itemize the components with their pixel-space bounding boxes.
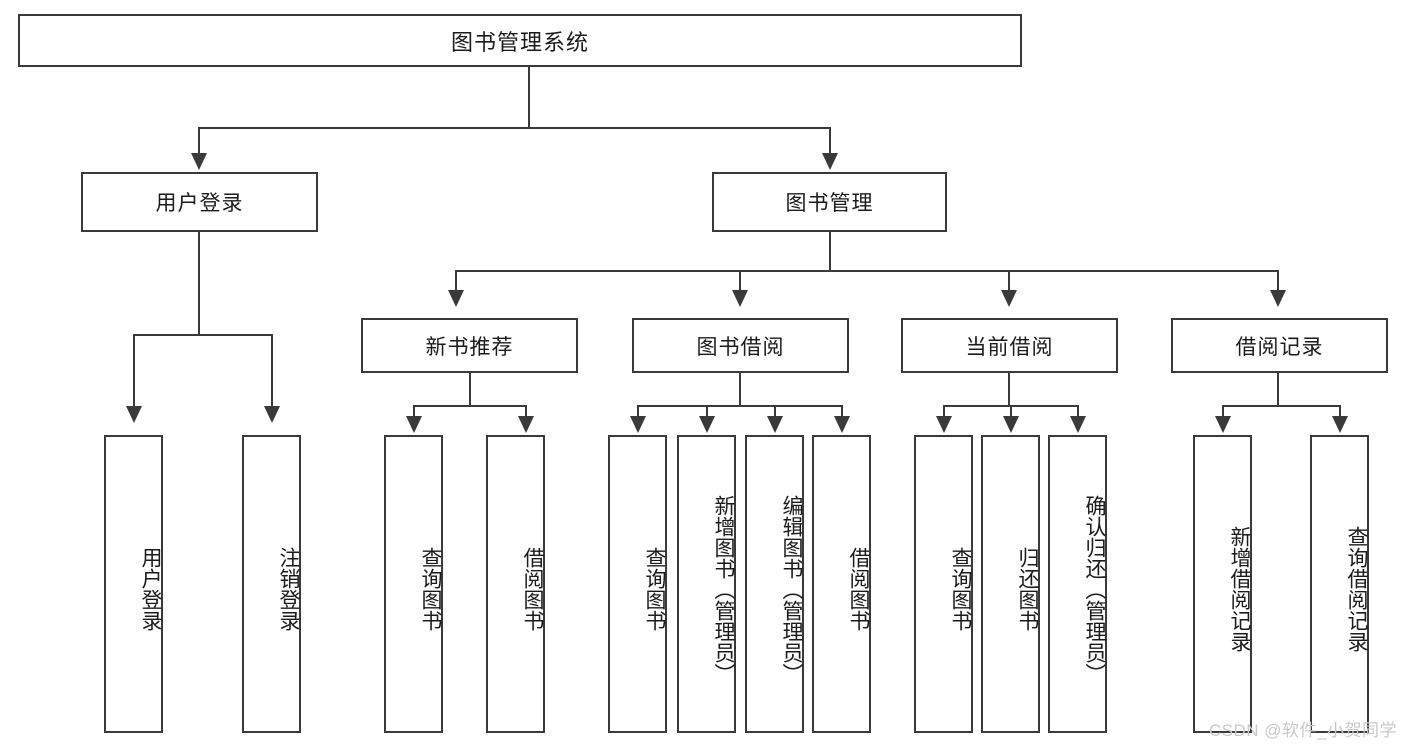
node-borrow-record[interactable]: 借阅记录 — [1171, 318, 1388, 373]
node-leaf-return-book[interactable]: 归还图书 — [981, 435, 1040, 733]
arrow-to-leaf-return-book — [1003, 416, 1019, 433]
node-label: 借阅图书 — [847, 547, 870, 631]
node-current-borrow[interactable]: 当前借阅 — [901, 318, 1118, 373]
node-leaf-add-record[interactable]: 新增借阅记录 — [1193, 435, 1252, 733]
node-label: 查询图书 — [419, 547, 442, 631]
connector-root-drop-book-management — [829, 127, 831, 155]
arrow-to-leaf-query-book-1 — [406, 416, 422, 433]
node-label: 新增图书（管理员） — [712, 494, 735, 684]
arrow-to-book-borrow — [732, 290, 748, 307]
node-leaf-user-login[interactable]: 用户登录 — [104, 435, 163, 733]
connector-user-login-bus — [133, 334, 272, 336]
arrow-to-leaf-user-login — [126, 406, 142, 423]
node-leaf-query-record[interactable]: 查询借阅记录 — [1310, 435, 1369, 733]
node-label: 图书借阅 — [696, 335, 785, 359]
connector-drop-leaf-query-record — [1339, 405, 1341, 417]
node-label: 查询图书 — [643, 547, 666, 631]
arrow-to-leaf-query-book-3 — [936, 416, 952, 433]
connector-drop-leaf-add-record — [1222, 405, 1224, 417]
connector-drop-leaf-user-login — [133, 334, 135, 408]
arrow-to-leaf-edit-book — [767, 416, 783, 433]
connector-user-login-stem — [198, 232, 200, 335]
node-book-borrow[interactable]: 图书借阅 — [632, 318, 849, 373]
connector-drop-book-borrow — [739, 270, 741, 292]
node-label: 确认归还（管理员） — [1083, 494, 1106, 684]
connector-drop-leaf-query-book-1 — [413, 405, 415, 417]
arrow-to-user-login — [191, 153, 207, 170]
connector-drop-leaf-borrow-book-2 — [841, 405, 843, 417]
connector-new-book-recommend-stem — [469, 373, 471, 407]
node-label: 借阅图书 — [521, 547, 544, 631]
node-label: 图书管理系统 — [450, 29, 589, 55]
node-label: 编辑图书（管理员） — [780, 494, 803, 684]
node-leaf-query-book-1[interactable]: 查询图书 — [384, 435, 443, 733]
node-user-login[interactable]: 用户登录 — [81, 172, 318, 232]
node-leaf-logout-login[interactable]: 注销登录 — [242, 435, 301, 733]
node-label: 归还图书 — [1016, 547, 1039, 631]
connector-root-stem — [528, 67, 530, 128]
arrow-to-leaf-borrow-book-2 — [834, 416, 850, 433]
arrow-to-borrow-record — [1270, 290, 1286, 307]
connector-drop-leaf-edit-book — [774, 405, 776, 417]
connector-drop-leaf-return-book — [1010, 405, 1012, 417]
node-leaf-borrow-book-1[interactable]: 借阅图书 — [486, 435, 545, 733]
connector-drop-new-book-recommend — [455, 270, 457, 292]
connector-drop-leaf-confirm-return — [1077, 405, 1079, 417]
arrow-to-leaf-add-book — [699, 416, 715, 433]
node-label: 图书管理 — [785, 192, 874, 215]
arrow-to-leaf-borrow-book-1 — [518, 416, 534, 433]
connector-current-borrow-stem — [1008, 373, 1010, 407]
arrow-to-leaf-query-book-2 — [630, 416, 646, 433]
watermark: CSDN @软件_小贺同学 — [1208, 721, 1397, 740]
connector-root-bus — [198, 127, 831, 129]
connector-borrow-record-stem — [1277, 373, 1279, 407]
connector-drop-borrow-record — [1277, 270, 1279, 292]
arrow-to-current-borrow — [1001, 290, 1017, 307]
arrow-to-new-book-recommend — [448, 290, 464, 307]
node-leaf-borrow-book-2[interactable]: 借阅图书 — [812, 435, 871, 733]
connector-new-book-recommend-bus — [413, 405, 526, 407]
node-label: 新增借阅记录 — [1228, 526, 1251, 652]
connector-borrow-record-bus — [1222, 405, 1340, 407]
connector-drop-leaf-query-book-3 — [943, 405, 945, 417]
node-label: 当前借阅 — [965, 335, 1054, 359]
connector-level3-bus — [455, 270, 1278, 272]
node-leaf-add-book[interactable]: 新增图书（管理员） — [677, 435, 736, 733]
arrow-to-leaf-query-record — [1332, 416, 1348, 433]
connector-drop-leaf-borrow-book-1 — [525, 405, 527, 417]
node-label: 用户登录 — [155, 192, 244, 215]
connector-book-borrow-bus — [637, 405, 843, 407]
node-root-system[interactable]: 图书管理系统 — [18, 14, 1022, 67]
node-label: 用户登录 — [139, 547, 162, 631]
node-label: 新书推荐 — [425, 335, 514, 359]
arrow-to-book-management — [822, 153, 838, 170]
arrow-to-leaf-add-record — [1215, 416, 1231, 433]
arrow-to-leaf-logout-login — [264, 406, 280, 423]
connector-drop-leaf-query-book-2 — [637, 405, 639, 417]
connector-drop-leaf-add-book — [706, 405, 708, 417]
node-label: 借阅记录 — [1235, 335, 1324, 359]
node-label: 查询借阅记录 — [1345, 526, 1368, 652]
node-leaf-edit-book[interactable]: 编辑图书（管理员） — [745, 435, 804, 733]
node-leaf-confirm-return[interactable]: 确认归还（管理员） — [1048, 435, 1107, 733]
connector-root-drop-user-login — [198, 127, 200, 155]
connector-drop-current-borrow — [1008, 270, 1010, 292]
node-book-management[interactable]: 图书管理 — [712, 172, 947, 232]
node-leaf-query-book-2[interactable]: 查询图书 — [608, 435, 667, 733]
connector-book-management-stem — [829, 232, 831, 272]
arrow-to-leaf-confirm-return — [1070, 416, 1086, 433]
node-leaf-query-book-3[interactable]: 查询图书 — [914, 435, 973, 733]
node-label: 查询图书 — [949, 547, 972, 631]
connector-drop-leaf-logout-login — [271, 334, 273, 408]
node-label: 注销登录 — [277, 547, 300, 631]
connector-book-borrow-stem — [739, 373, 741, 407]
node-new-book-recommend[interactable]: 新书推荐 — [361, 318, 578, 373]
